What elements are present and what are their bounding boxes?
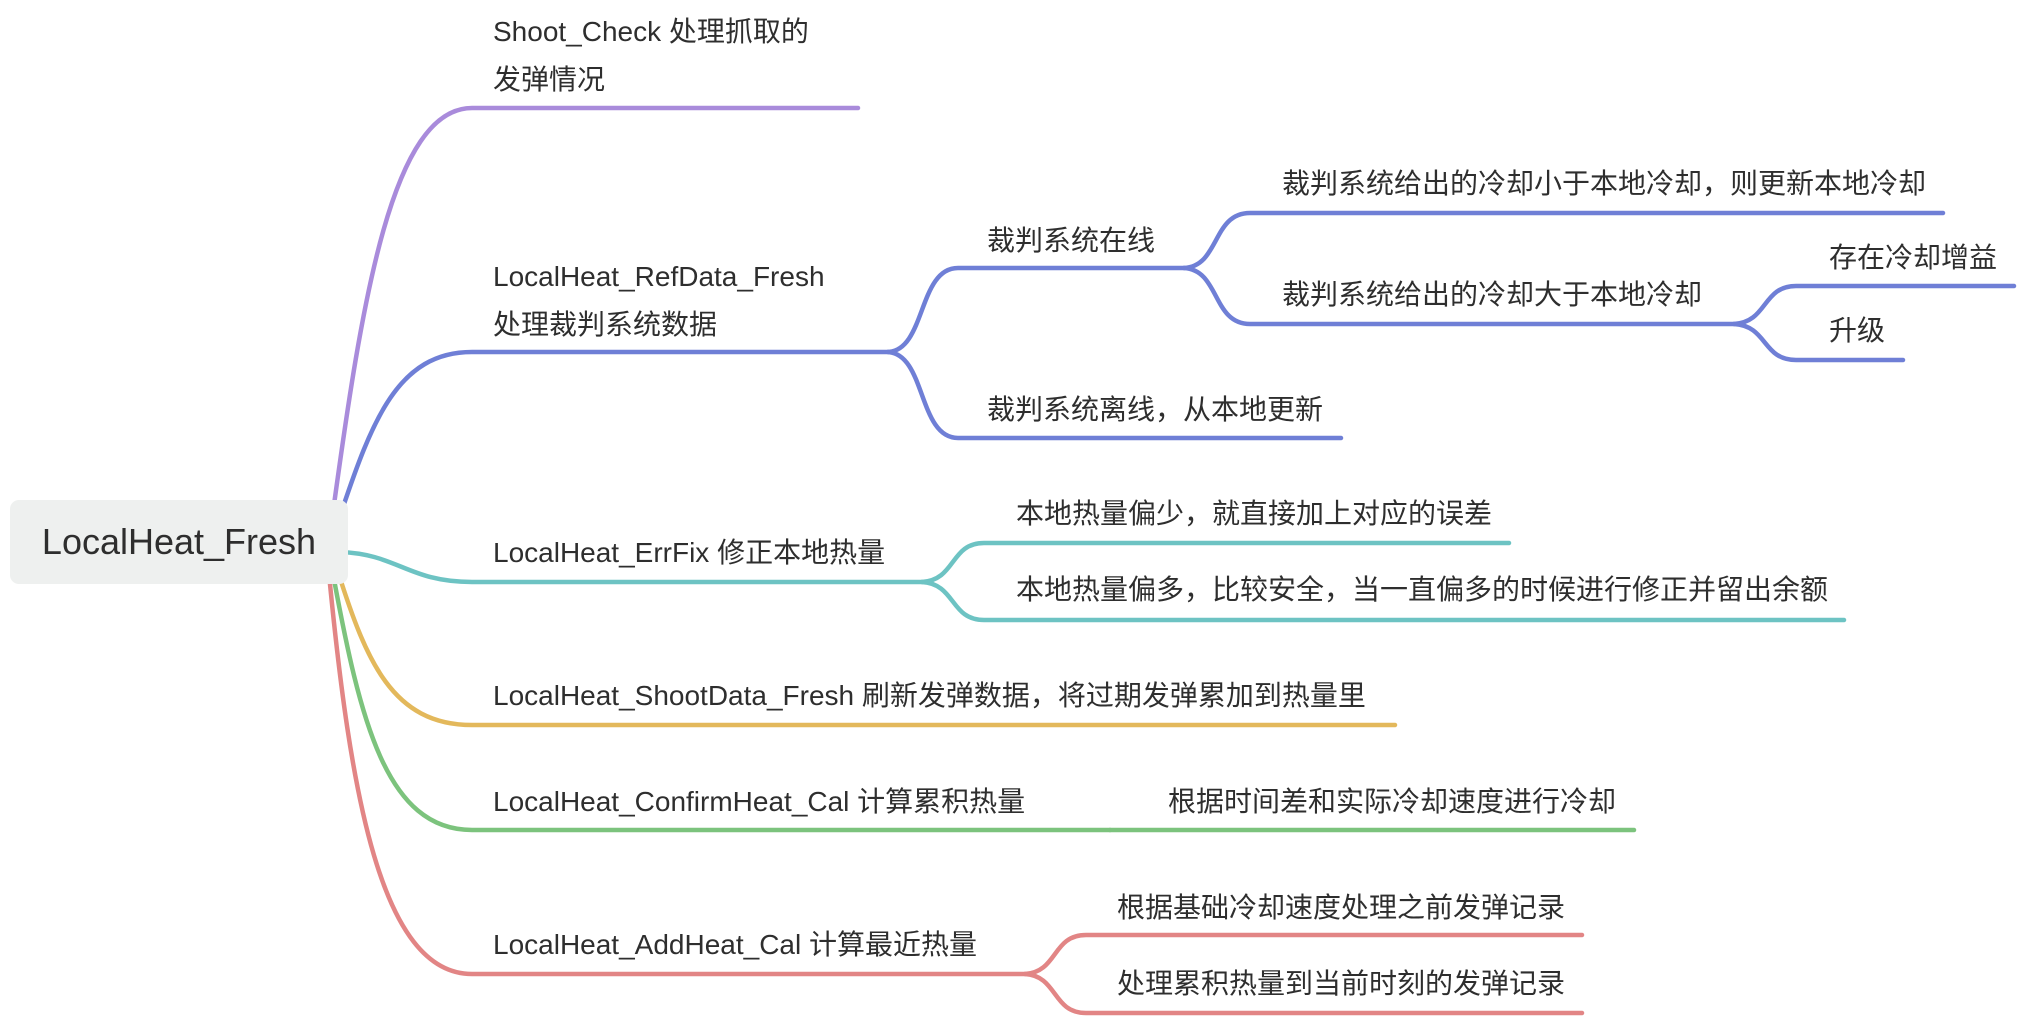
connector-higher-upgrade: [1731, 321, 1906, 363]
root-topic: LocalHeat_Fresh: [10, 500, 348, 584]
subtopic-referee-online: 裁判系统在线: [987, 225, 1156, 256]
connector-refdata-referee-offline: [885, 349, 1344, 441]
connector-higher-cooling-gain: [1731, 283, 2017, 327]
connector-errfix-heat-high: [919, 579, 1847, 623]
connector-errfix-heat-low: [919, 540, 1512, 585]
subtopic-referee-cooling-higher: 裁判系统给出的冷却大于本地冷却: [1282, 279, 1703, 310]
subtopic-referee-offline: 裁判系统离线，从本地更新: [987, 394, 1324, 425]
root-topic-label: LocalHeat_Fresh: [41, 521, 317, 562]
connector-root-addheat-cal: [326, 571, 1028, 977]
topic-refdata-fresh-line-2: 处理裁判系统数据: [493, 309, 718, 340]
topic-confirmheat-cal: LocalHeat_ConfirmHeat_Cal 计算累积热量: [493, 786, 1026, 817]
topic-addheat-cal: LocalHeat_AddHeat_Cal 计算最近热量: [493, 929, 977, 960]
subtopic-cooling-gain: 存在冷却增益: [1829, 242, 1998, 273]
connector-root-shoot-check: [330, 105, 861, 515]
connector-root-shootdata-fresh: [335, 569, 1398, 728]
connector-root-errfix: [337, 549, 925, 585]
connector-addheat-accumulated-heat-records: [1022, 971, 1585, 1016]
connector-addheat-base-cooling-records: [1022, 932, 1585, 977]
subtopic-referee-cooling-lower: 裁判系统给出的冷却小于本地冷却，则更新本地冷却: [1282, 168, 1927, 199]
connector-refdata-referee-online: [885, 265, 1187, 355]
topic-shoot-check-line-2: 发弹情况: [493, 64, 606, 95]
topic-errfix: LocalHeat_ErrFix 修正本地热量: [493, 537, 886, 568]
subtopic-heat-low: 本地热量偏少，就直接加上对应的误差: [1016, 498, 1493, 529]
topic-shoot-check: Shoot_Check 处理抓取的 发弹情况: [493, 8, 809, 104]
connector-root-confirmheat-cal: [330, 571, 1113, 833]
topic-refdata-fresh: LocalHeat_RefData_Fresh 处理裁判系统数据: [493, 253, 825, 349]
subtopic-upgrade: 升级: [1829, 315, 1886, 346]
connector-root-refdata-fresh: [337, 349, 891, 519]
connector-online-cooling-higher: [1181, 265, 1737, 327]
topic-shootdata-fresh: LocalHeat_ShootData_Fresh 刷新发弹数据，将过期发弹累加…: [493, 680, 1366, 711]
subtopic-time-diff-cooling: 根据时间差和实际冷却速度进行冷却: [1168, 786, 1617, 817]
subtopic-heat-high: 本地热量偏多，比较安全，当一直偏多的时候进行修正并留出余额: [1016, 574, 1829, 605]
connector-online-cooling-lower: [1181, 210, 1946, 271]
subtopic-base-cooling-records: 根据基础冷却速度处理之前发弹记录: [1117, 892, 1566, 923]
topic-refdata-fresh-line-1: LocalHeat_RefData_Fresh: [493, 261, 825, 292]
topic-shoot-check-line-1: Shoot_Check 处理抓取的: [493, 16, 809, 47]
subtopic-accumulated-heat-records: 处理累积热量到当前时刻的发弹记录: [1117, 968, 1566, 999]
